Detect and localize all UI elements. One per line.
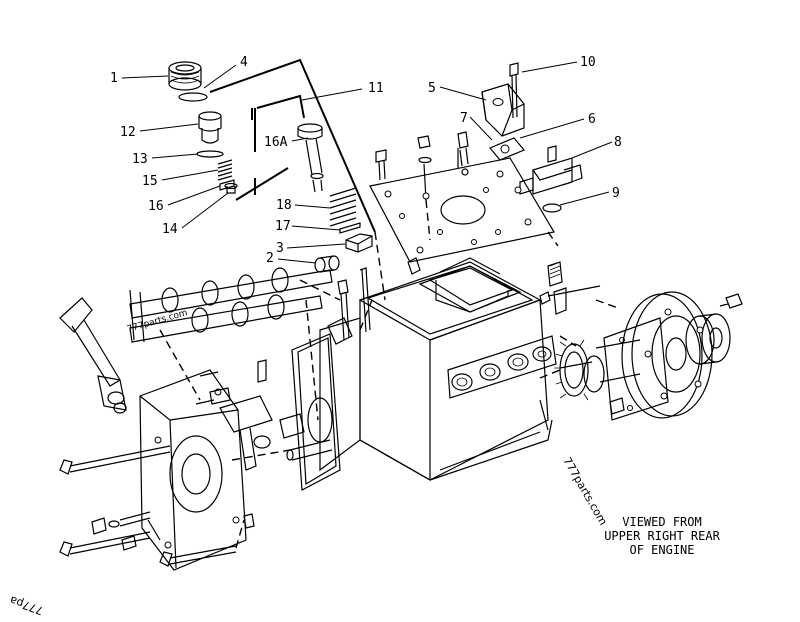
- top-cover-assembly: [369, 62, 583, 263]
- part-plunger-spring: [329, 187, 357, 227]
- part-retainer: [339, 222, 361, 234]
- part-valve-cap: [168, 61, 202, 91]
- callout-6: 6: [588, 112, 596, 127]
- part-small-valve: [224, 182, 238, 194]
- watermark-main: 777parts.com: [560, 455, 609, 528]
- shaft-dash: [231, 449, 291, 549]
- part-spring-seat: [219, 179, 235, 191]
- caption-line-1: VIEWED FROM: [622, 515, 701, 529]
- camshaft-assembly: [129, 267, 341, 401]
- part-spring: [217, 159, 233, 181]
- part-top-gasket-plate: [369, 157, 555, 263]
- timing-plate: [603, 317, 669, 421]
- part-front-gasket: [291, 333, 341, 491]
- watermark-corner: 777pa: [8, 593, 45, 617]
- callout-18: 18: [276, 198, 292, 213]
- callout-11: 11: [368, 81, 384, 96]
- callout-13: 13: [132, 152, 148, 167]
- part-bolt: [509, 62, 519, 119]
- callout-7: 7: [460, 111, 468, 126]
- right-bolts: [539, 261, 641, 415]
- callout-labels: 1 4 12 13 15 16 14 16A 18 17 3 2 11 5 10…: [110, 55, 622, 266]
- right-dash: [539, 299, 619, 379]
- callout-17: 17: [275, 219, 291, 234]
- part-seal-washer: [542, 203, 562, 213]
- top-plate-bolts: [375, 131, 469, 201]
- housing-ports: [447, 335, 557, 399]
- governor-lever: [59, 297, 127, 414]
- part-plate: [489, 137, 525, 161]
- callout-16a: 16A: [264, 135, 288, 150]
- long-bolts: [59, 445, 255, 567]
- bracket-11: [209, 58, 376, 233]
- callout-3: 3: [276, 241, 284, 256]
- pulley: [621, 291, 713, 419]
- part-fitting: [519, 145, 583, 195]
- housing-studs: [327, 267, 371, 345]
- drive-gear: [554, 339, 605, 401]
- callout-12: 12: [120, 125, 136, 140]
- gasket-dash: [425, 199, 559, 247]
- bracket-16a-top: [256, 94, 305, 119]
- callout-9: 9: [612, 186, 620, 201]
- part-valve-body: [198, 111, 222, 144]
- caption-line-3: OF ENGINE: [629, 543, 694, 557]
- part-plunger: [297, 123, 324, 193]
- part-cover-bracket: [481, 83, 525, 137]
- callout-16: 16: [148, 199, 164, 214]
- bracket-11-dash: [374, 231, 386, 301]
- part-roller: [314, 255, 340, 273]
- pump-housing: [291, 257, 557, 491]
- part-lifter: [345, 233, 373, 253]
- bracket-16a: [235, 108, 289, 201]
- pulley-bolt: [719, 293, 743, 309]
- cam-lobes: [161, 267, 289, 333]
- cam-dash: [159, 279, 341, 401]
- housing-dash: [305, 299, 373, 421]
- callout-10: 10: [580, 55, 596, 70]
- hub: [685, 313, 731, 365]
- part-o-ring: [178, 92, 208, 102]
- caption-line-2: UPPER RIGHT REAR: [604, 529, 720, 543]
- callout-8: 8: [614, 135, 622, 150]
- callout-1: 1: [110, 71, 118, 86]
- callout-2: 2: [266, 251, 274, 266]
- drive-shaft: [231, 439, 333, 549]
- plunger-assembly-group: [168, 58, 386, 301]
- callout-15: 15: [142, 174, 158, 189]
- leader-lines: [121, 61, 613, 264]
- callout-14: 14: [162, 222, 178, 237]
- watermark-camshaft: 777parts.com: [126, 308, 189, 335]
- view-caption: VIEWED FROM UPPER RIGHT REAR OF ENGINE: [604, 515, 720, 557]
- governor-linkage: [195, 359, 305, 471]
- governor-cover: [139, 369, 247, 571]
- part-washer: [196, 150, 224, 158]
- callout-4: 4: [240, 55, 248, 70]
- callout-5: 5: [428, 81, 436, 96]
